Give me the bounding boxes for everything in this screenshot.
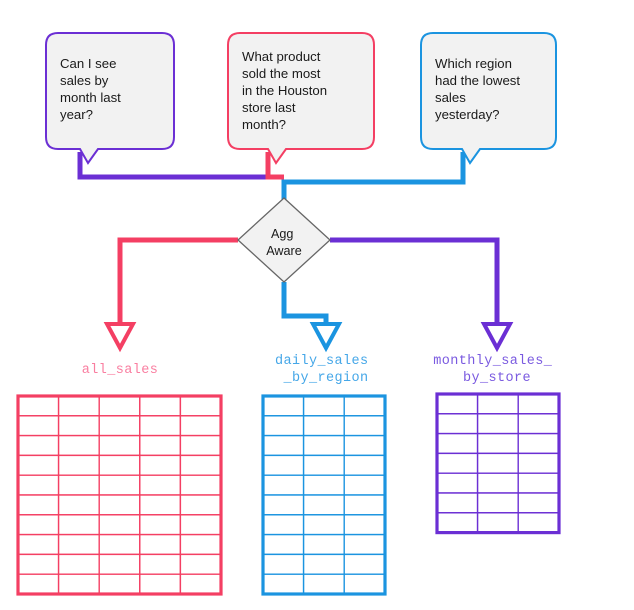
bubble-shape-month-sales — [45, 32, 175, 165]
question-bubble-region-lowest[interactable]: Which region had the lowest sales yester… — [420, 32, 557, 165]
table-label-daily-sales: daily_sales _by_region — [275, 354, 377, 386]
question-bubble-houston-product[interactable]: What product sold the most in the Housto… — [227, 32, 375, 165]
bubble-text-month-sales: Can I see sales by month last year? — [60, 56, 125, 122]
arrowhead-daily-sales — [309, 322, 343, 353]
arrowhead-all-sales — [103, 322, 137, 353]
connector-pink-in — [265, 152, 284, 180]
table-label-all-sales: all_sales — [82, 363, 159, 378]
connector-pink-out — [117, 237, 238, 325]
bubble-text-region-lowest: Which region had the lowest sales yester… — [435, 56, 524, 122]
connector-purple-out — [330, 237, 500, 325]
bubble-text-houston-product: What product sold the most in the Housto… — [242, 49, 331, 132]
diamond-shape — [237, 197, 331, 283]
table-cells-all-sales — [17, 395, 222, 595]
bubble-shape-houston-product — [227, 32, 375, 165]
table-grid-daily-sales[interactable] — [261, 394, 387, 596]
bubble-shape-region-lowest — [420, 32, 557, 165]
arrowhead-monthly-sales — [480, 322, 514, 353]
table-frame-daily-sales — [261, 394, 387, 596]
connector-blue-in — [281, 152, 466, 200]
table-cells-monthly-sales — [436, 393, 560, 534]
table-grid-all-sales[interactable] — [16, 394, 223, 596]
decision-label: Agg Aware — [266, 227, 301, 258]
table-cells-daily-sales — [262, 395, 386, 595]
table-grid-monthly-sales[interactable] — [435, 392, 561, 535]
table-label-monthly-sales: monthly_sales_ by_store — [433, 354, 561, 386]
table-frame-monthly-sales — [435, 392, 561, 535]
decision-node-agg-aware[interactable]: Agg Aware — [237, 197, 331, 283]
table-frame-all-sales — [16, 394, 223, 596]
connector-blue-out — [281, 282, 329, 325]
connector-purple-in — [77, 152, 268, 180]
question-bubble-month-sales[interactable]: Can I see sales by month last year? — [45, 32, 175, 165]
